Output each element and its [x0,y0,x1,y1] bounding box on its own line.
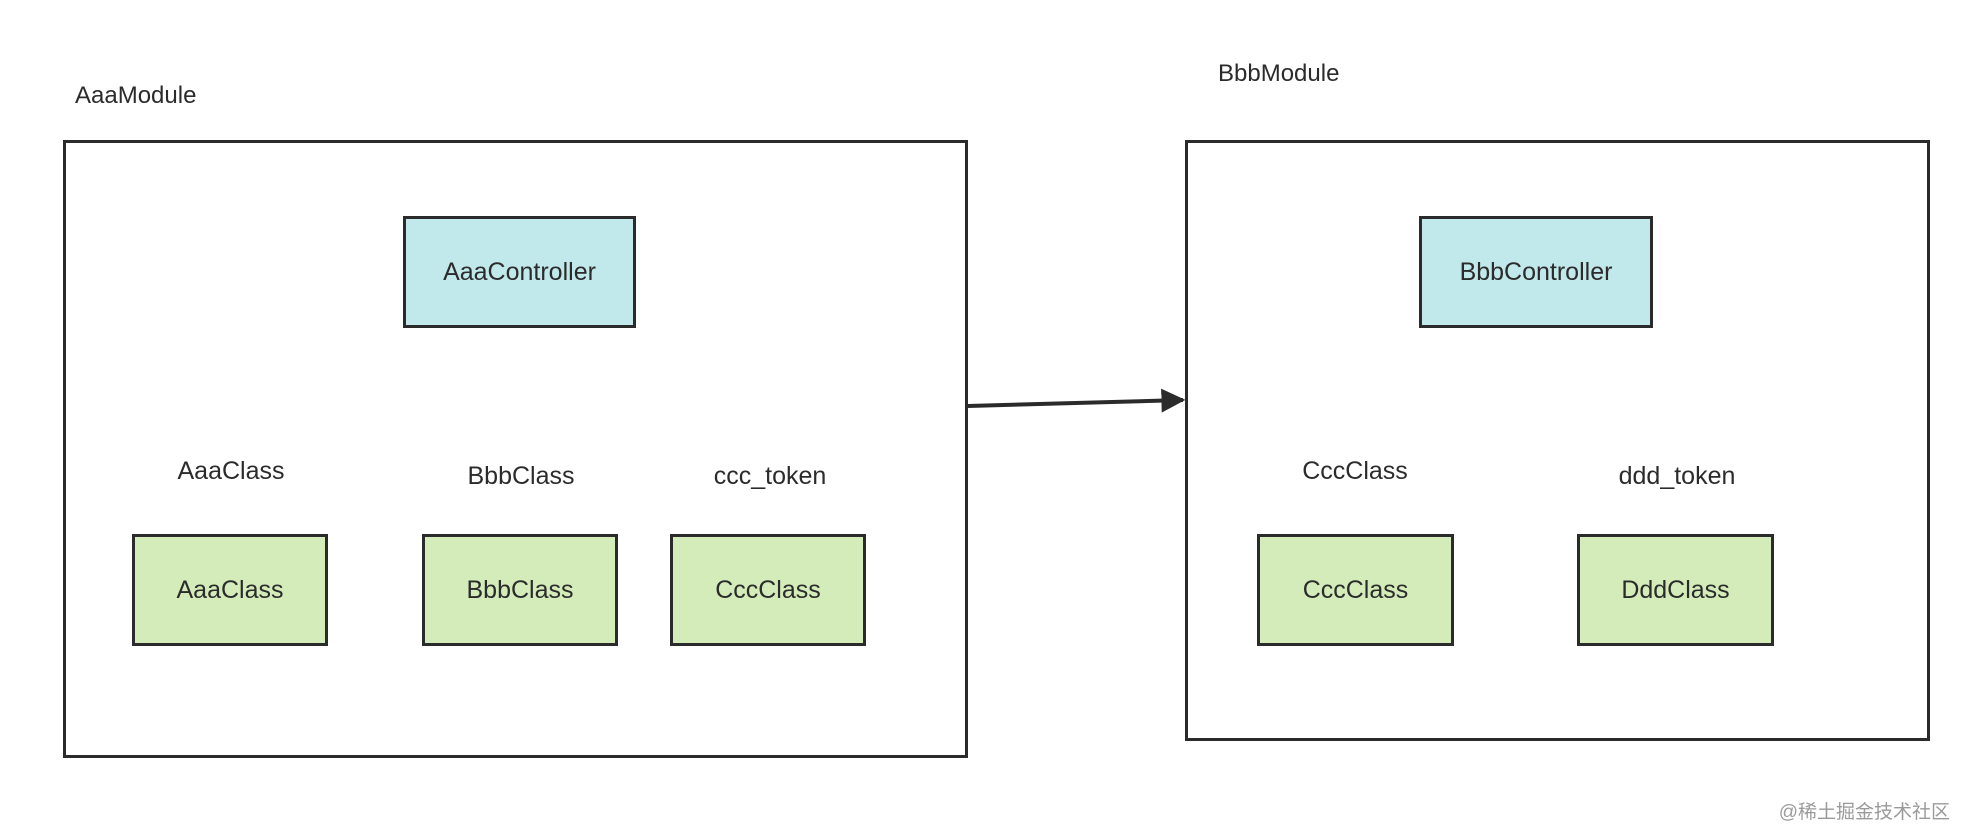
provider-node-bbb-class: BbbClass [422,534,618,646]
provider-node-ccc-class-b: CccClass [1257,534,1454,646]
module-title-aaa: AaaModule [75,82,197,109]
controller-node-bbb: BbbController [1419,216,1653,328]
provider-node-ccc-class: CccClass [670,534,866,646]
token-label-ccc-token: ccc_token [711,461,829,491]
token-label-ddd-token: ddd_token [1616,461,1738,491]
module-title-bbb: BbbModule [1218,60,1340,87]
token-label-bbb-class: BbbClass [465,461,577,491]
token-label-ccc-class-b: CccClass [1300,456,1410,486]
provider-node-ddd-class: DddClass [1577,534,1774,646]
provider-node-aaa-class: AaaClass [132,534,328,646]
token-label-aaa-class: AaaClass [175,456,287,486]
arrow-module-import [967,388,1186,413]
controller-node-aaa: AaaController [403,216,636,328]
watermark: @稀土掘金技术社区 [1778,802,1950,823]
